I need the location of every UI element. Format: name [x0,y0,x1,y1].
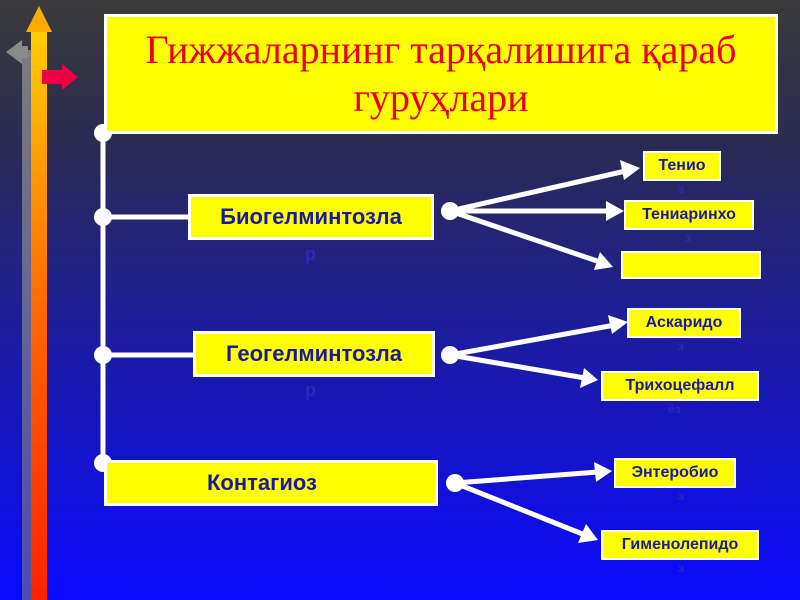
leaf-label-tail: з [678,561,684,575]
leaf-label-tail: з [678,339,684,353]
leaf-box: Тениаринхо [624,200,754,230]
arrowhead-icon [580,368,598,388]
arrow-line [449,322,616,358]
group-box-biohelminthoses: Биогелминтозла [188,194,434,240]
group-label-suffix: р [305,380,316,400]
leaf-box: Тенио [643,151,721,181]
leaf-label-tail: з [678,182,684,196]
leaf-box: Трихоцефалл [601,371,759,401]
leaf-label-tail: з [685,231,691,245]
arrowhead-icon [620,160,640,180]
title-line-1: Гижжаларнинг тарқалишига қараб [145,27,737,72]
group-label: Контагиоз [207,470,317,495]
decorative-arrow-icon [6,6,78,600]
leaf-label-tail: ёз [668,402,681,416]
leaf-label: Аскаридо [645,314,723,331]
leaf-box [621,251,761,279]
arrow-line [449,208,601,265]
arrowhead-icon [578,524,598,543]
leaf-label: Тенио [658,157,706,174]
leaf-label-tail: з [678,489,684,503]
arrow-line [449,167,631,214]
arrow-line [449,352,586,381]
title-box: Гижжаларнинг тарқалишига қараб гуруҳлари [104,14,778,134]
group-box-geohelminthoses: Геогелминтозла [193,331,435,377]
leaf-box: Гименолепидо [601,530,759,560]
group-box-contagious: Контагиоз [104,460,438,506]
leaf-label: Трихоцефалл [625,377,735,394]
group-label-suffix: р [305,244,316,264]
arrowhead-icon [608,315,628,334]
leaf-box: Энтеробио [614,458,736,488]
leaf-label: Энтеробио [631,464,719,481]
group-label: Геогелминтозла [226,341,402,366]
arrow-line [454,480,586,538]
leaf-label: Тениаринхо [642,206,736,223]
group-label: Биогелминтозла [220,204,402,229]
arrowhead-icon [594,462,612,482]
arrow-line [454,469,599,486]
arrowhead-icon [606,201,624,221]
arrowhead-icon [594,252,613,270]
leaf-label: Гименолепидо [621,536,739,553]
leaf-box: Аскаридо [627,308,741,338]
title-line-2: гуруҳлари [353,75,529,120]
